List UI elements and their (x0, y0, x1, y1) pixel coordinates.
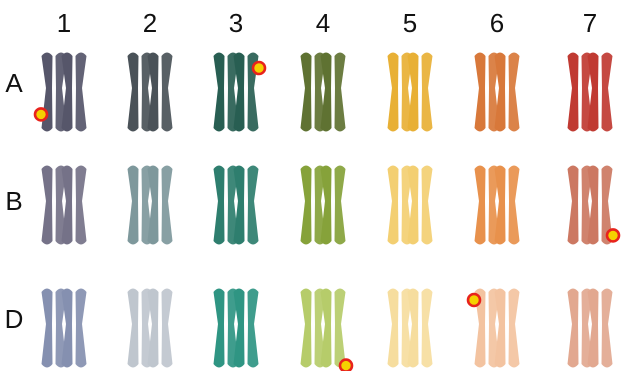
chromosome-pair-D1 (42, 289, 87, 368)
column-header-4: 4 (316, 8, 330, 38)
marker-A1 (35, 108, 47, 120)
chromatid (128, 289, 139, 368)
chromatid (568, 289, 579, 368)
row-label-A: A (5, 68, 23, 98)
chromatid (388, 289, 399, 368)
chromatid (422, 289, 433, 368)
chromatid (214, 53, 225, 132)
chromatid (495, 289, 506, 368)
row-label-B: B (5, 186, 22, 216)
chromosome-pair-A3 (214, 53, 259, 132)
chromatid (602, 53, 613, 132)
chromatid (588, 166, 599, 245)
chromatid (335, 166, 346, 245)
chromosome-pair-A4 (301, 53, 346, 132)
chromatid (128, 53, 139, 132)
chromosome-pair-A7 (568, 53, 613, 132)
column-header-6: 6 (490, 8, 504, 38)
chromatid (335, 53, 346, 132)
chromatid (148, 166, 159, 245)
chromosome-pair-A6 (475, 53, 520, 132)
column-header-7: 7 (583, 8, 597, 38)
chromosome-pair-B7 (568, 166, 613, 245)
chromatid (602, 289, 613, 368)
chromatid (301, 289, 312, 368)
chromatid (234, 166, 245, 245)
chromatid (335, 289, 346, 368)
chromatid (162, 289, 173, 368)
column-header-2: 2 (143, 8, 157, 38)
chromosome-pair-B2 (128, 166, 173, 245)
chromatid (62, 166, 73, 245)
chromatid (62, 289, 73, 368)
chromosome-pair-B3 (214, 166, 259, 245)
chromatid (509, 289, 520, 368)
chromatid (162, 53, 173, 132)
column-headers: 1 2 3 4 5 6 7 (57, 8, 597, 38)
chromatid (321, 53, 332, 132)
chromosome-pair-A5 (388, 53, 433, 132)
row-labels: A B D (5, 68, 24, 334)
chromosome-pair-B6 (475, 166, 520, 245)
chromatid (76, 289, 87, 368)
chromatid (234, 289, 245, 368)
marker-D6 (468, 294, 480, 306)
chromatid (128, 166, 139, 245)
chromosome-pair-D4 (301, 289, 346, 368)
chromosome-pair-B4 (301, 166, 346, 245)
column-header-5: 5 (403, 8, 417, 38)
marker-B7 (607, 229, 619, 241)
chromatid (42, 166, 53, 245)
chromatid (509, 166, 520, 245)
chromatid (321, 289, 332, 368)
marker-D4 (340, 360, 352, 371)
chromatid (495, 53, 506, 132)
chromatid (568, 166, 579, 245)
chromatid (321, 166, 332, 245)
chromatid (588, 289, 599, 368)
column-header-1: 1 (57, 8, 71, 38)
chromatid (76, 166, 87, 245)
chromatid (248, 166, 259, 245)
chromatid (148, 289, 159, 368)
marker-A3 (253, 62, 265, 74)
chromosome-pair-B1 (42, 166, 87, 245)
chromatid (162, 166, 173, 245)
chromatid (214, 166, 225, 245)
chromatid (495, 166, 506, 245)
chromatid (388, 166, 399, 245)
chromatid (214, 289, 225, 368)
chromosome-pair-B5 (388, 166, 433, 245)
chromatid (588, 53, 599, 132)
chromosome-pair-D2 (128, 289, 173, 368)
chromatid (301, 53, 312, 132)
chromatid (42, 289, 53, 368)
chromatid (234, 53, 245, 132)
chromatid (475, 53, 486, 132)
column-header-3: 3 (229, 8, 243, 38)
chromatid (301, 166, 312, 245)
chromosome-pair-A2 (128, 53, 173, 132)
chromatid (408, 166, 419, 245)
chromatid (422, 53, 433, 132)
chromosome-pair-D3 (214, 289, 259, 368)
chromatid (76, 53, 87, 132)
chromatid (568, 53, 579, 132)
chromatid (248, 289, 259, 368)
chromatid (408, 289, 419, 368)
chromosome-pair-A1 (42, 53, 87, 132)
chromatid (388, 53, 399, 132)
chromatid (475, 166, 486, 245)
chromatid (422, 166, 433, 245)
chromatid (148, 53, 159, 132)
chromosome-pair-D7 (568, 289, 613, 368)
row-label-D: D (5, 304, 24, 334)
chromatid (509, 53, 520, 132)
chromatid (62, 53, 73, 132)
chromosome-grid (42, 53, 613, 368)
chromosome-pair-D5 (388, 289, 433, 368)
chromatid (408, 53, 419, 132)
